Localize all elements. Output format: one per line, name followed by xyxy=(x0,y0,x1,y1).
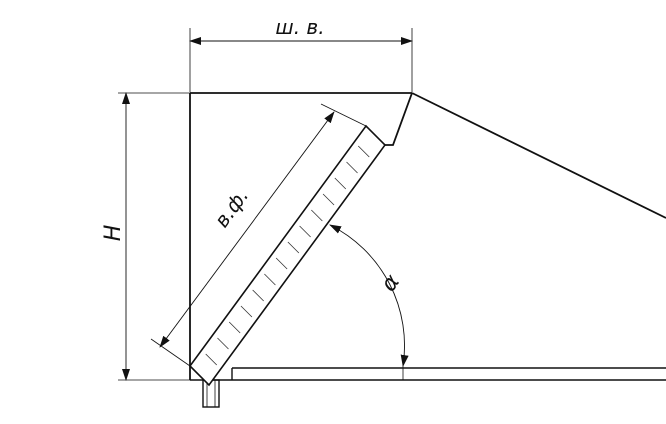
hatch-line xyxy=(357,145,370,158)
filter-length-label: в.ф. xyxy=(209,184,253,232)
filter-dimension-line xyxy=(159,111,335,348)
angle-dimension: α xyxy=(329,224,409,380)
hood-front-notch xyxy=(385,92,413,146)
hatch-line xyxy=(205,353,218,366)
angle-label: α xyxy=(376,270,405,297)
filter-length-dimension: в.ф. xyxy=(150,103,367,367)
top-width-dimension: ш. в. xyxy=(189,15,413,92)
filter-extension-top xyxy=(320,103,367,127)
hatch-line xyxy=(334,177,347,190)
height-dimension: H xyxy=(101,92,190,381)
hatch-line xyxy=(346,161,358,174)
height-label: H xyxy=(101,225,126,242)
angle-arc xyxy=(329,224,409,367)
hood-outline xyxy=(189,92,666,380)
top-width-label: ш. в. xyxy=(275,15,324,39)
filter-outline xyxy=(188,124,387,387)
drain-pipe xyxy=(202,379,220,408)
drain-fitting xyxy=(202,379,220,408)
bottom-tray xyxy=(190,367,666,381)
grease-filter xyxy=(188,124,387,387)
hood-front-slope xyxy=(411,92,666,219)
filter-extension-bottom xyxy=(150,338,191,367)
